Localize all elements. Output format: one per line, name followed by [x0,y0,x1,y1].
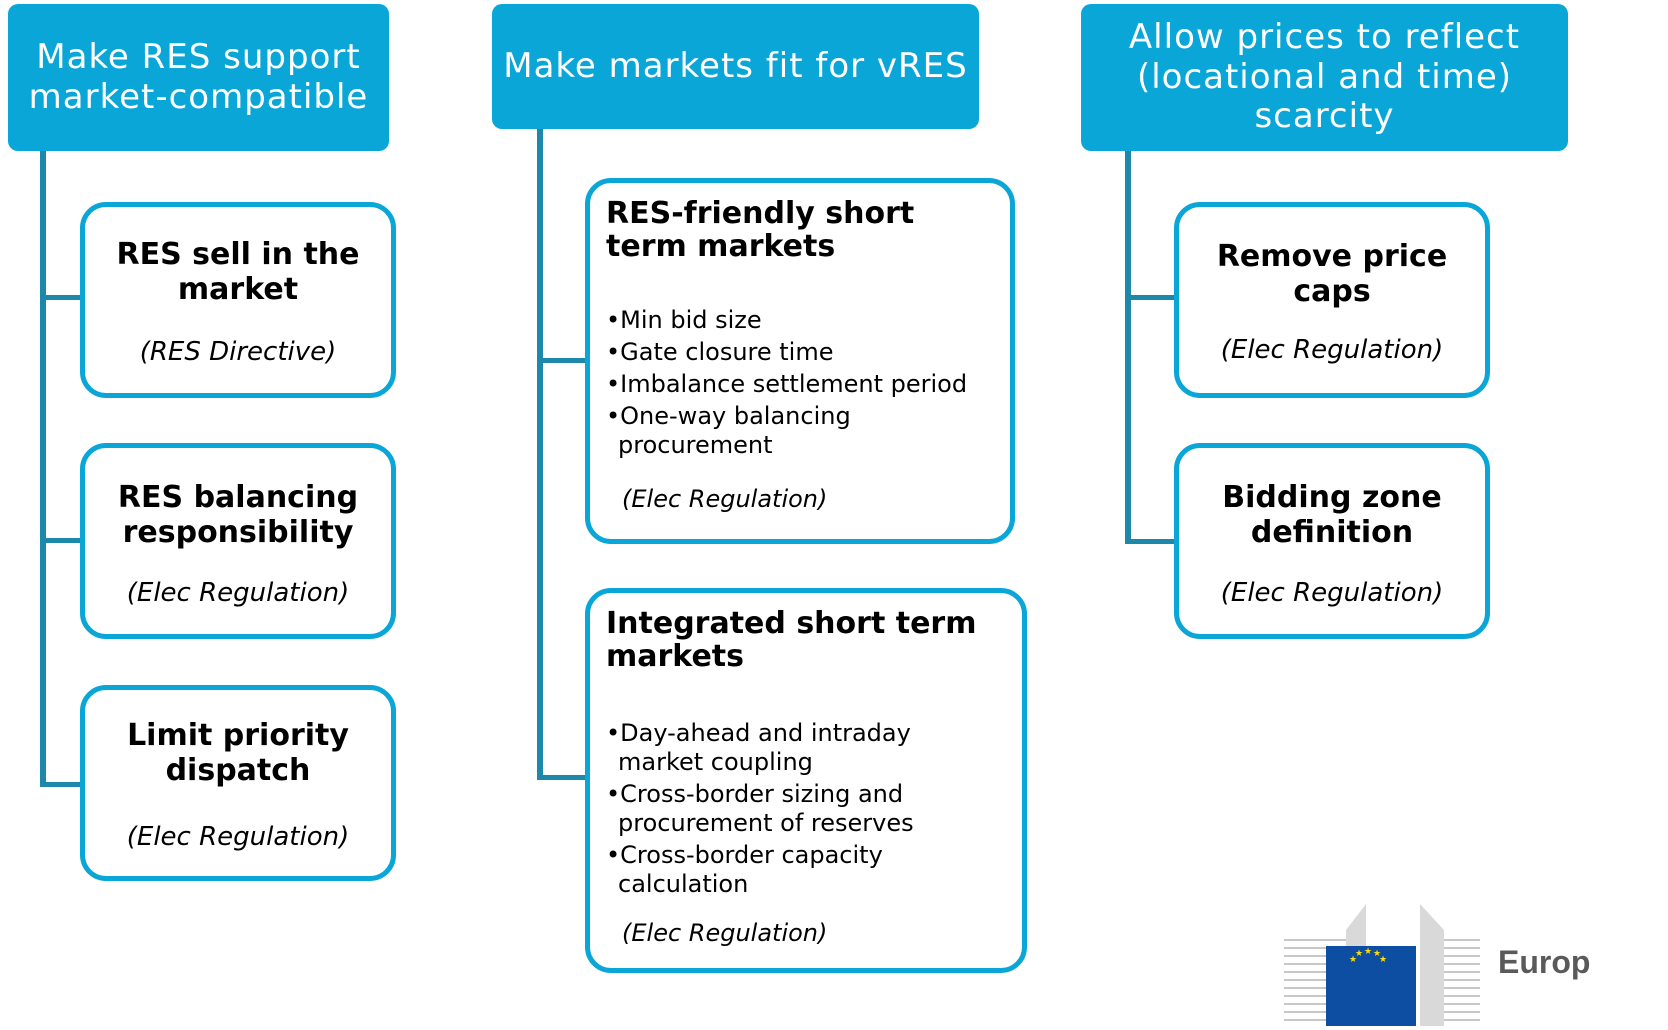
measure-title: RES sell in the market [116,237,360,307]
measure-source: (Elec Regulation) [126,822,350,852]
connector-trunk [537,129,543,780]
measure-box-price-caps: Remove price caps (Elec Regulation) [1174,202,1490,398]
svg-text:★: ★ [1364,947,1372,957]
measure-title: RES balancing responsibility [117,480,359,550]
column-header-label: Allow prices to reflect (locational and … [1128,16,1521,137]
measure-title: Limit priority dispatch [127,718,349,788]
connector-trunk [1125,151,1131,544]
measure-source: (RES Directive) [139,337,337,367]
bullet-item: •Cross-border sizing and procurement of … [606,780,914,837]
connector-branch [40,295,82,300]
measure-title: Integrated short term markets [606,606,977,674]
connector-branch [537,775,589,780]
measure-source: (Elec Regulation) [622,919,828,947]
bullet-item: •Gate closure time [606,338,834,366]
column-header-markets-fit: Make markets fit for vRES [492,4,979,129]
measure-source: (Elec Regulation) [126,578,350,608]
measure-source: (Elec Regulation) [1220,578,1444,608]
ec-building-icon: ★★★ ★★ [1284,904,1480,1026]
column-header-label: Make markets fit for vRES [503,45,968,86]
measure-title: RES-friendly short term markets [606,196,915,264]
measure-source: (Elec Regulation) [1220,335,1444,365]
bullet-item: •One-way balancing procurement [606,402,851,459]
european-commission-logo: ★★★ ★★ Europ [1280,900,1668,1026]
bullet-item: •Imbalance settlement period [606,370,968,398]
svg-text:★: ★ [1379,955,1387,965]
bullet-item: •Day-ahead and intraday market coupling [606,719,911,776]
connector-branch [1125,539,1178,544]
svg-text:★: ★ [1349,955,1357,965]
column-header-res-support: Make RES support market-compatible [8,4,389,151]
measure-box-res-sell: RES sell in the market (RES Directive) [80,202,396,398]
measure-box-priority-dispatch: Limit priority dispatch (Elec Regulation… [80,685,396,881]
svg-text:★: ★ [1373,949,1381,959]
connector-branch [40,782,82,787]
bullet-item: •Cross-border capacity calculation [606,841,883,898]
column-header-prices-scarcity: Allow prices to reflect (locational and … [1081,4,1568,151]
logo-text: Europ [1498,944,1591,980]
connector-branch [40,538,82,543]
column-header-label: Make RES support market-compatible [28,36,369,117]
bullet-item: •Min bid size [606,306,762,334]
svg-text:★: ★ [1355,949,1363,959]
measure-bullet-list: •Min bid size •Gate closure time •Imbala… [606,306,1001,463]
connector-branch [537,358,589,363]
measure-box-integrated-markets: Integrated short term markets •Day-ahead… [585,588,1027,973]
measure-bullet-list: •Day-ahead and intraday market coupling … [606,719,936,902]
connector-branch [1125,295,1178,300]
measure-title: Remove price caps [1216,239,1448,309]
measure-title: Bidding zone definition [1222,480,1442,550]
measure-box-res-friendly-markets: RES-friendly short term markets •Min bid… [585,178,1015,544]
connector-trunk [40,151,46,787]
measure-box-bidding-zone: Bidding zone definition (Elec Regulation… [1174,443,1490,639]
measure-box-res-balancing: RES balancing responsibility (Elec Regul… [80,443,396,639]
measure-source: (Elec Regulation) [622,485,828,513]
